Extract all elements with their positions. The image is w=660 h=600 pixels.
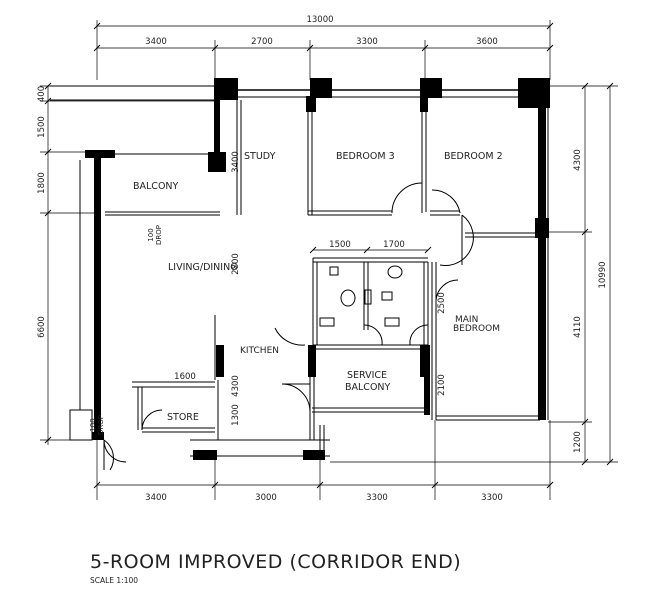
store-drop-value: 100 xyxy=(89,418,97,431)
right-dim-2: 4110 xyxy=(573,316,583,338)
right-dim-3: 1200 xyxy=(573,431,583,453)
bottom-dim-1: 3400 xyxy=(145,493,167,503)
left-dimensions: 400 1500 1800 6600 xyxy=(37,82,215,445)
bath-width-dim-2: 1700 xyxy=(383,240,405,250)
room-label-main: MAIN xyxy=(455,315,478,325)
kitchen-dim: 4300 xyxy=(231,375,241,397)
right-dimensions: 4300 4110 1200 10990 xyxy=(330,82,618,466)
room-label-store: STORE xyxy=(167,412,199,423)
balcony-drop-label: DROP xyxy=(155,225,163,245)
room-label-service-balcony: BALCONY xyxy=(345,382,391,393)
room-labels: STUDY BEDROOM 3 BEDROOM 2 BALCONY LIVING… xyxy=(89,151,503,435)
right-dim-1: 4300 xyxy=(573,149,583,171)
store-width-dim: 1600 xyxy=(174,372,196,382)
bath-width-dim-1: 1500 xyxy=(329,240,351,250)
room-label-balcony: BALCONY xyxy=(133,181,179,192)
left-dim-1: 400 xyxy=(37,86,47,102)
balcony-drop-value: 100 xyxy=(147,228,155,241)
top-dim-2: 2700 xyxy=(251,37,273,47)
living-dim: 2800 xyxy=(231,253,241,275)
left-dim-4: 6600 xyxy=(37,316,47,338)
room-label-main-bedroom: BEDROOM xyxy=(453,324,500,334)
bottom-dim-3: 3300 xyxy=(366,493,388,503)
main-bedroom-dim: 2500 xyxy=(437,292,447,314)
store-drop-label: DROP xyxy=(97,415,105,435)
room-label-bedroom-2: BEDROOM 2 xyxy=(444,151,503,162)
room-label-service: SERVICE xyxy=(347,370,387,381)
overall-top-dim: 13000 xyxy=(306,15,333,25)
room-label-study: STUDY xyxy=(244,151,276,162)
room-label-kitchen: KITCHEN xyxy=(240,346,279,356)
top-dimensions: 13000 3400 2700 3300 3600 xyxy=(93,15,554,80)
top-dim-4: 3600 xyxy=(476,37,498,47)
plan-scale: SCALE 1:100 xyxy=(90,576,138,585)
bottom-dimensions: 3400 3000 3300 3300 xyxy=(93,420,554,503)
top-dim-1: 3400 xyxy=(145,37,167,47)
left-dim-3: 1800 xyxy=(37,172,47,194)
room-label-living-dining: LIVING/DINING xyxy=(168,262,238,273)
top-dim-3: 3300 xyxy=(356,37,378,47)
bottom-dim-4: 3300 xyxy=(481,493,503,503)
bottom-dim-2: 3000 xyxy=(255,493,277,503)
inner-dimensions: 3400 2800 4300 1300 1600 1500 1700 2500 … xyxy=(142,151,447,426)
room-label-bedroom-3: BEDROOM 3 xyxy=(336,151,395,162)
study-dim: 3400 xyxy=(231,151,241,173)
plan-title: 5-ROOM IMPROVED (CORRIDOR END) xyxy=(90,551,461,573)
store-height-dim: 1300 xyxy=(231,404,241,426)
service-balcony-dim: 2100 xyxy=(437,374,447,396)
overall-right-dim: 10990 xyxy=(598,261,608,288)
left-dim-2: 1500 xyxy=(37,116,47,138)
walls xyxy=(50,78,550,471)
